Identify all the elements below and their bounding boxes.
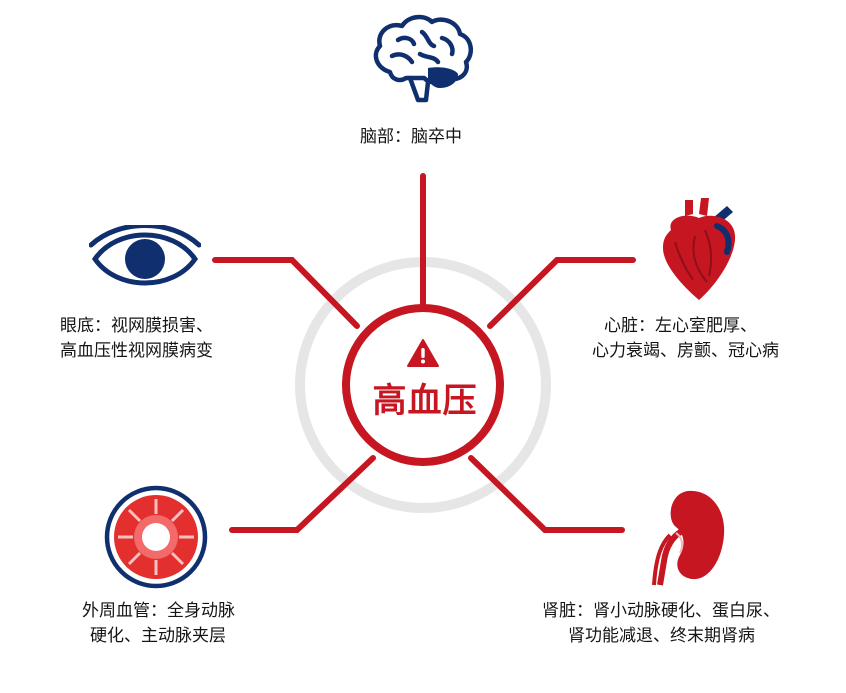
vessel-label-line1: 外周血管：全身动脉 [82, 601, 235, 621]
brain-icon [373, 14, 474, 103]
brain-label: 脑部：脑卒中 [360, 127, 462, 147]
kidney-label-line1: 肾脏：肾小动脉硬化、蛋白尿、 [542, 601, 780, 621]
connector-eye [212, 257, 360, 329]
eye-label-line1: 眼底：视网膜损害、 [60, 316, 213, 336]
eye-label: 眼底：视网膜损害、 高血压性视网膜病变 [60, 314, 213, 364]
connector-kidney [468, 455, 625, 533]
vessel-label: 外周血管：全身动脉 硬化、主动脉夹层 [82, 599, 235, 649]
heart-label: 心脏：左心室肥厚、 心力衰竭、房颤、冠心病 [592, 314, 779, 364]
kidney-label: 肾脏：肾小动脉硬化、蛋白尿、 肾功能减退、终末期肾病 [542, 599, 780, 649]
connector-vessel [229, 455, 376, 533]
heart-label-line2: 心力衰竭、房颤、冠心病 [592, 341, 779, 361]
eye-label-line2: 高血压性视网膜病变 [60, 341, 213, 361]
vessel-label-line2: 硬化、主动脉夹层 [90, 626, 226, 646]
heart-icon [663, 198, 736, 300]
warning-icon [407, 339, 439, 367]
blood-vessel-icon [104, 485, 208, 589]
heart-label-line1: 心脏：左心室肥厚、 [604, 316, 757, 336]
center-title: 高血压 [372, 381, 478, 421]
connector-heart [487, 257, 636, 329]
eye-icon [89, 225, 201, 286]
kidney-icon [652, 490, 725, 586]
kidney-label-line2: 肾功能减退、终末期肾病 [568, 626, 755, 646]
